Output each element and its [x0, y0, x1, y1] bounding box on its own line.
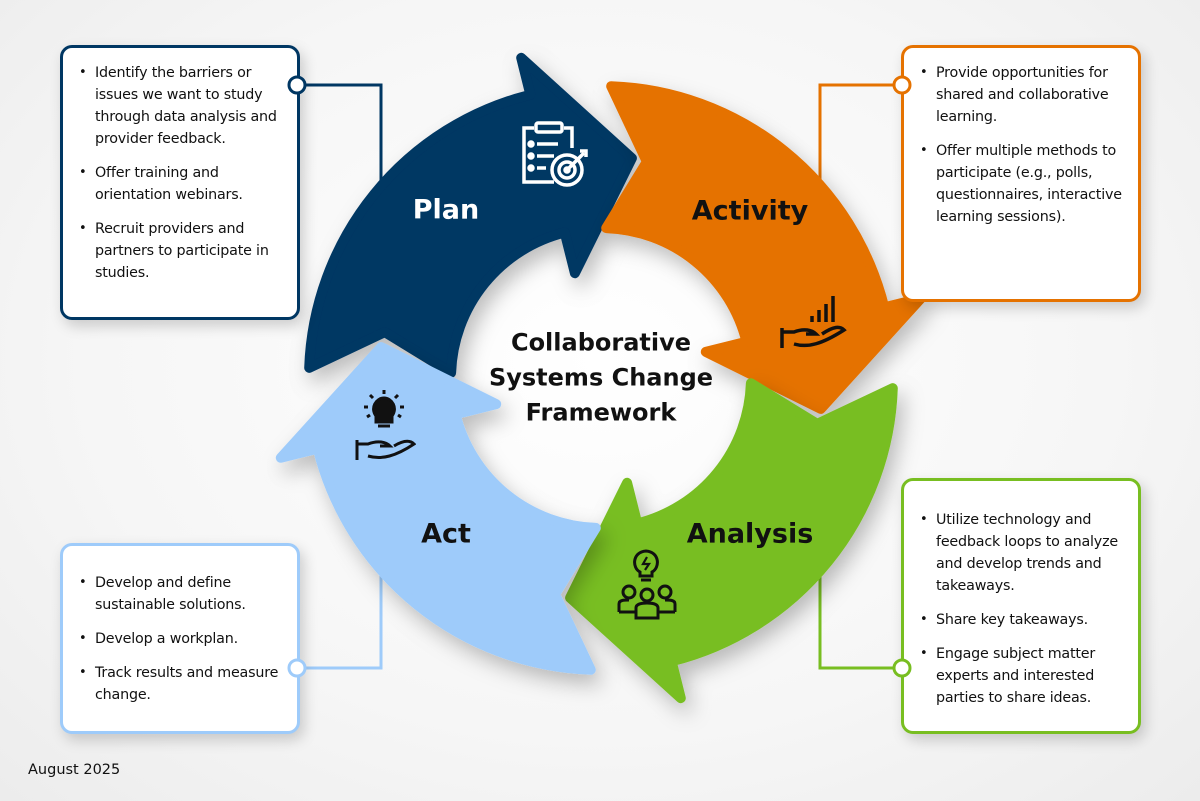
activity-bullet: Offer multiple methods to participate (e… [920, 140, 1122, 228]
plan-box: Identify the barriers or issues we want … [60, 45, 300, 320]
act-box: Develop and define sustainable solutions… [60, 543, 300, 734]
act-bullet: Develop a workplan. [79, 628, 281, 650]
analysis-bullet: Engage subject matter experts and intere… [920, 643, 1122, 709]
act-bullet: Track results and measure change. [79, 662, 281, 706]
activity-box: Provide opportunities for shared and col… [901, 45, 1141, 302]
analysis-label: Analysis [686, 518, 814, 550]
plan-bullet: Identify the barriers or issues we want … [79, 62, 281, 150]
plan-connector [297, 83, 383, 200]
date-footer: August 2025 [28, 762, 121, 778]
plan-label: Plan [412, 194, 480, 226]
lightbulb-group-icon [617, 549, 677, 620]
analysis-connector [818, 560, 902, 670]
analysis-bullet: Share key takeaways. [920, 609, 1122, 631]
title-line: Systems Change [488, 363, 714, 392]
act-bullet: Develop and define sustainable solutions… [79, 572, 281, 616]
analysis-box: Utilize technology and feedback loops to… [901, 478, 1141, 734]
act-label: Act [421, 518, 471, 550]
diagram-title: Collaborative Systems Change Framework [489, 326, 713, 431]
title-line: Framework [525, 398, 677, 427]
activity-connector [818, 83, 902, 200]
act-arrow [275, 342, 601, 675]
plan-arrow [304, 52, 637, 378]
plan-bullet: Recruit providers and partners to partic… [79, 218, 281, 284]
hand-bar-chart-icon [780, 296, 847, 348]
activity-bullet: Provide opportunities for shared and col… [920, 62, 1122, 128]
analysis-bullet: Utilize technology and feedback loops to… [920, 509, 1122, 597]
activity-label: Activity [691, 195, 809, 227]
act-connector [297, 560, 383, 670]
title-line: Collaborative [510, 328, 692, 357]
clipboard-target-icon [522, 121, 588, 187]
plan-bullet: Offer training and orientation webinars. [79, 162, 281, 206]
hand-lightbulb-icon [355, 390, 416, 460]
